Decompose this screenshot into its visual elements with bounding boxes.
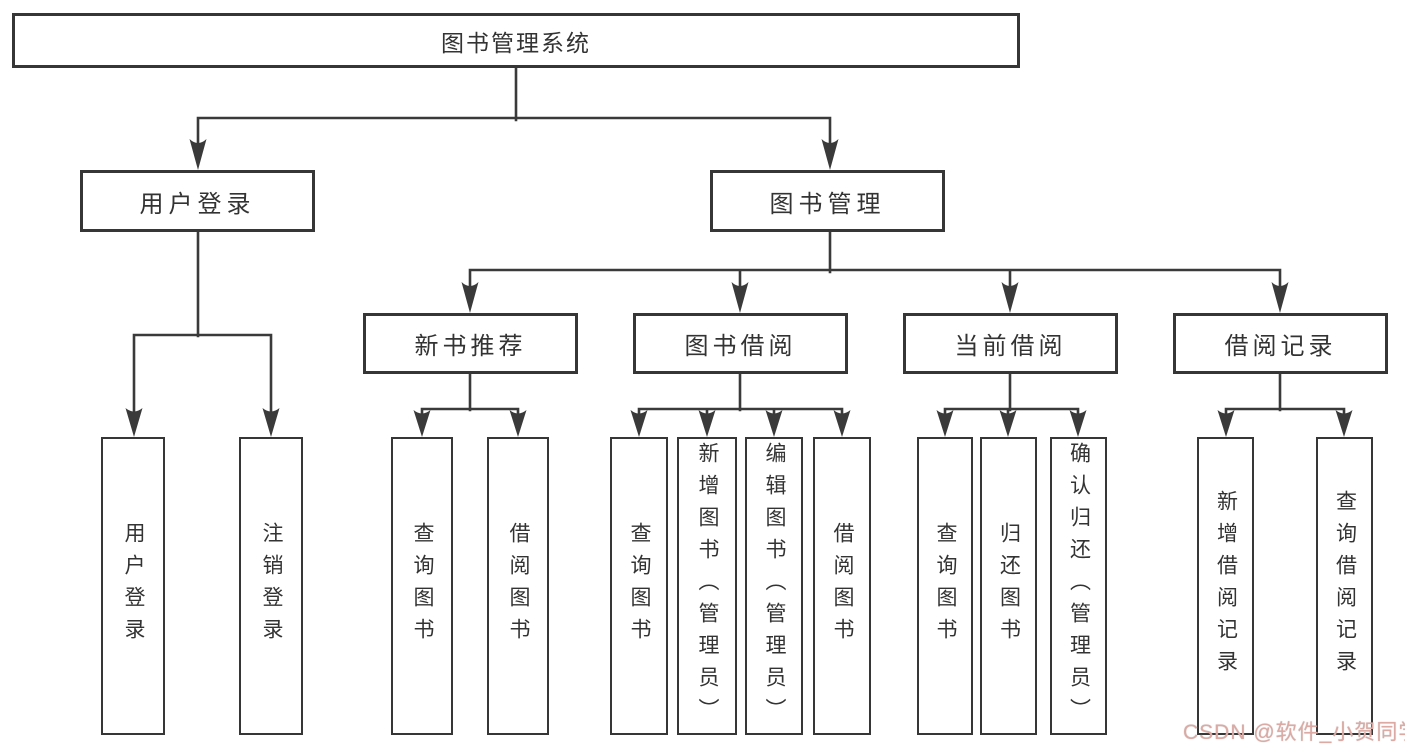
csdn-watermark: CSDN @软件_小贺同学 [1183, 721, 1405, 744]
arrow-down-icon [1217, 410, 1235, 437]
arrow-down-icon [1001, 282, 1019, 313]
arrow-down-icon [189, 139, 207, 170]
node-return-book: 归还图书 [980, 437, 1037, 735]
arrow-down-icon [936, 410, 954, 437]
node-current-borrowing: 当前借阅 [903, 313, 1118, 374]
node-borrowing-borrow-book: 借阅图书 [813, 437, 871, 735]
arrow-down-icon [509, 410, 527, 437]
arrow-down-icon [999, 410, 1017, 437]
arrow-down-icon [1069, 410, 1087, 437]
node-new-book-recommend: 新书推荐 [363, 313, 578, 374]
arrow-down-icon [1271, 282, 1289, 313]
arrow-down-icon [262, 408, 280, 437]
arrow-down-icon [821, 139, 839, 170]
node-confirm-return-admin: 确认归还（管理员） [1050, 437, 1107, 735]
arrow-down-icon [731, 282, 749, 313]
node-query-borrow-record: 查询借阅记录 [1316, 437, 1373, 735]
node-borrowing-query-book: 查询图书 [610, 437, 668, 735]
arrow-down-icon [461, 282, 479, 313]
node-logout: 注销登录 [239, 437, 303, 735]
node-root: 图书管理系统 [12, 13, 1020, 68]
node-current-query-book: 查询图书 [917, 437, 973, 735]
arrow-down-icon [833, 410, 851, 437]
arrow-down-icon [698, 410, 716, 437]
node-add-book-admin: 新增图书（管理员） [677, 437, 737, 735]
node-book-management: 图书管理 [710, 170, 945, 232]
arrow-down-icon [125, 408, 143, 437]
node-recommend-borrow-book: 借阅图书 [487, 437, 549, 735]
node-add-borrow-record: 新增借阅记录 [1197, 437, 1254, 735]
arrow-down-icon [630, 410, 648, 437]
node-borrowing-records: 借阅记录 [1173, 313, 1388, 374]
node-edit-book-admin: 编辑图书（管理员） [745, 437, 803, 735]
node-user-login: 用户登录 [80, 170, 315, 232]
node-book-borrowing: 图书借阅 [633, 313, 848, 374]
arrow-down-icon [1335, 410, 1353, 437]
arrow-down-icon [765, 410, 783, 437]
arrow-down-icon [413, 410, 431, 437]
node-recommend-query-book: 查询图书 [391, 437, 453, 735]
node-user-login-leaf: 用户登录 [101, 437, 165, 735]
